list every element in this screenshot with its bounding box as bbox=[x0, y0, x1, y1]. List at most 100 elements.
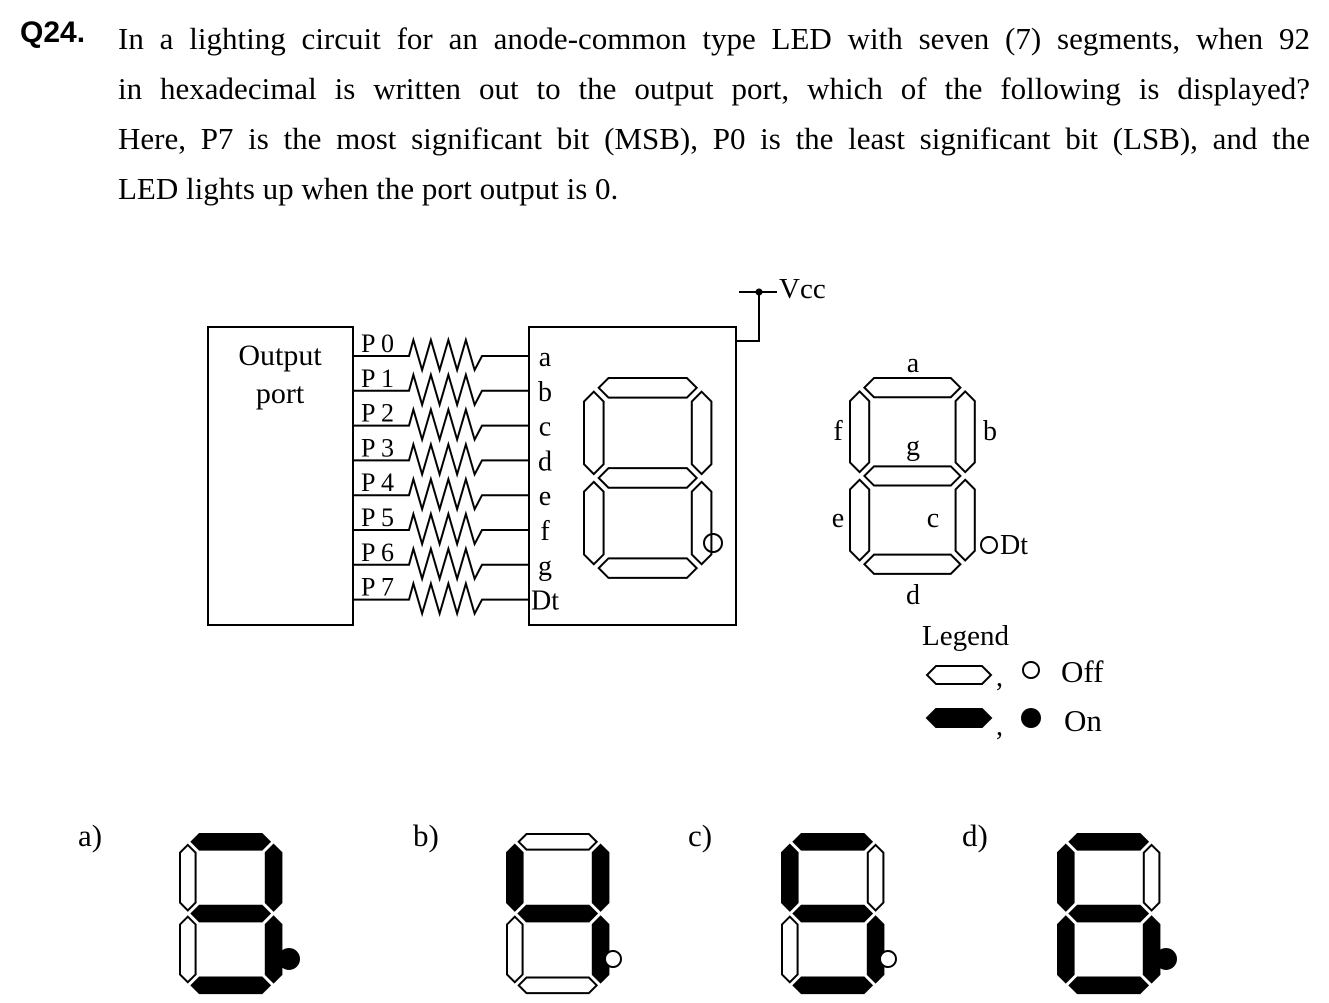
answer-options: a) b) c) d) bbox=[78, 818, 1177, 995]
resistor bbox=[353, 440, 529, 478]
legend-off-label: Off bbox=[1061, 654, 1104, 689]
port-line: P 6 bbox=[353, 538, 529, 583]
segment-d-on bbox=[190, 976, 272, 995]
question-number: Q24. bbox=[20, 16, 86, 49]
segment-label-c: c bbox=[927, 503, 939, 534]
segment-e-off bbox=[506, 915, 524, 984]
segment-g-on bbox=[792, 904, 874, 923]
segment-d-off bbox=[597, 557, 699, 579]
led-pin-label: f bbox=[540, 516, 550, 547]
resistor bbox=[353, 510, 529, 548]
segment-a-on bbox=[190, 833, 272, 851]
led-pin-label: b bbox=[538, 377, 552, 408]
segment-f-off bbox=[179, 843, 197, 912]
port-line: P 2 bbox=[353, 399, 529, 444]
module-digit bbox=[583, 377, 713, 579]
segment-f-on bbox=[506, 843, 524, 912]
segment-g-on bbox=[190, 904, 272, 923]
segment-a-off bbox=[517, 833, 599, 851]
port-line: P 5 bbox=[353, 503, 529, 548]
segment-label-f: f bbox=[833, 416, 843, 447]
segment-f-off bbox=[849, 390, 871, 474]
led-pin-label: Dt bbox=[531, 586, 559, 617]
legend: Legend , Off , On bbox=[922, 620, 1104, 742]
dt-dot-off bbox=[604, 950, 622, 968]
resistor bbox=[353, 371, 529, 409]
vcc-junction bbox=[755, 288, 763, 296]
segment-b-off bbox=[690, 390, 713, 476]
segment-diagram: a b c d e f g Dt bbox=[832, 348, 1028, 611]
segment-f-on bbox=[1057, 843, 1075, 912]
segment-c-on bbox=[1142, 915, 1161, 984]
port-pin-label: P 7 bbox=[361, 573, 394, 602]
legend-comma: , bbox=[996, 662, 1003, 693]
segment-c-off bbox=[954, 478, 976, 562]
answer-option[interactable]: b) bbox=[413, 818, 622, 995]
led-pin-label: a bbox=[539, 342, 552, 373]
option-label[interactable]: a) bbox=[78, 818, 102, 853]
segment-c-on bbox=[264, 915, 283, 984]
question-text: In a lighting circuit for an anode-commo… bbox=[118, 14, 1310, 214]
port-line: P 7 bbox=[353, 573, 529, 618]
segment-g-on bbox=[1068, 904, 1150, 923]
resistor bbox=[353, 545, 529, 583]
segment-a-on bbox=[1068, 833, 1150, 851]
segment-g-on bbox=[517, 904, 599, 923]
option-seven-segment bbox=[781, 833, 885, 995]
segment-c-on bbox=[866, 915, 885, 984]
segment-b-off bbox=[954, 390, 976, 474]
legend-dot-off-icon bbox=[1022, 661, 1040, 679]
option-seven-segment bbox=[506, 833, 610, 995]
port-line: P 4 bbox=[353, 468, 529, 513]
question-line: LED lights up when the port output is 0. bbox=[118, 171, 619, 206]
question-line: In a lighting circuit for an anode-commo… bbox=[118, 21, 1310, 56]
legend-comma: , bbox=[996, 711, 1003, 742]
output-port-label: Output bbox=[238, 339, 322, 372]
segment-e-off bbox=[849, 478, 871, 562]
legend-segment-off-icon bbox=[925, 665, 993, 685]
output-port: Output port bbox=[207, 326, 354, 626]
dt-dot-off bbox=[879, 950, 897, 968]
segment-label-g: g bbox=[906, 431, 920, 462]
segment-f-on bbox=[781, 843, 799, 912]
answer-option[interactable]: c) bbox=[688, 818, 897, 995]
vcc-connection: Vcc bbox=[736, 273, 826, 342]
segment-d-on bbox=[792, 976, 874, 995]
led-pin-label: g bbox=[538, 551, 552, 582]
port-line: P 0 bbox=[353, 329, 529, 374]
segment-e-on bbox=[1057, 915, 1075, 984]
led-pin-label: d bbox=[538, 446, 552, 477]
answer-option[interactable]: a) bbox=[78, 818, 300, 995]
segment-d-on bbox=[1068, 976, 1150, 995]
segment-label-dt: Dt bbox=[1000, 530, 1028, 561]
resistor bbox=[353, 336, 529, 374]
answer-option[interactable]: d) bbox=[962, 818, 1177, 995]
option-label[interactable]: c) bbox=[688, 818, 712, 853]
segment-label-d: d bbox=[906, 580, 920, 611]
reference-seven-segment bbox=[849, 377, 976, 575]
question-line: Here, P7 is the most significant bit (MS… bbox=[118, 121, 1310, 156]
segment-b-on bbox=[591, 843, 610, 912]
port-pin-label: P 6 bbox=[361, 538, 394, 567]
segment-g-off bbox=[862, 465, 962, 487]
module-seven-segment bbox=[583, 377, 713, 579]
led-pin-label: e bbox=[539, 481, 551, 512]
option-label[interactable]: b) bbox=[413, 818, 439, 853]
resistor bbox=[353, 475, 529, 513]
dt-dot-off bbox=[980, 536, 998, 554]
legend-title: Legend bbox=[922, 620, 1009, 652]
option-seven-segment bbox=[1057, 833, 1161, 995]
port-wires: P 0P 1 P 2P 3 P 4P 5P 6 P 7 bbox=[353, 329, 529, 618]
port-pin-label: P 3 bbox=[361, 433, 394, 462]
option-label[interactable]: d) bbox=[962, 818, 988, 853]
port-line: P 1 bbox=[353, 364, 529, 409]
segment-g-off bbox=[597, 467, 699, 489]
segment-d-off bbox=[862, 553, 962, 575]
port-pin-label: P 1 bbox=[361, 364, 394, 393]
segment-c-on bbox=[591, 915, 610, 984]
dt-dot-on bbox=[278, 948, 300, 970]
legend-dot-on-icon bbox=[1021, 708, 1041, 728]
resistor bbox=[353, 405, 529, 444]
dt-dot-on bbox=[1155, 948, 1177, 970]
